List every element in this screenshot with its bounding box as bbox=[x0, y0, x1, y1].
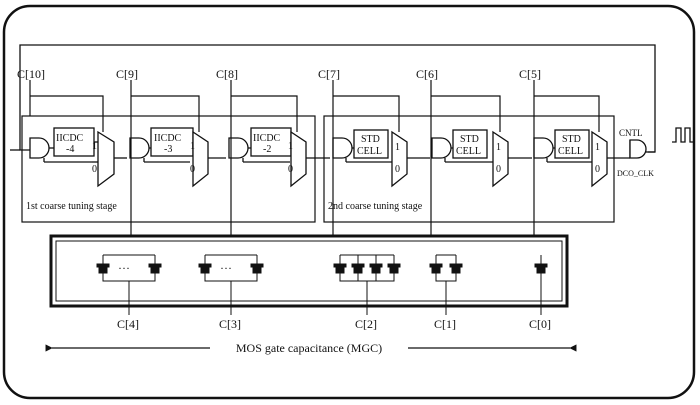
label-c8: C[8] bbox=[216, 67, 238, 81]
label-c1: C[1] bbox=[434, 317, 456, 331]
label-c10: C[10] bbox=[17, 67, 45, 81]
cell5-mux-0: 0 bbox=[496, 164, 501, 175]
cell1-bottom-text: -4 bbox=[66, 144, 74, 155]
cell4-mux-1: 1 bbox=[395, 142, 400, 153]
mgc-box-inner bbox=[55, 240, 563, 302]
clock-waveform-icon bbox=[672, 127, 694, 143]
delay-cell-std-2 bbox=[431, 129, 532, 188]
cell3-bottom-text: -2 bbox=[263, 144, 271, 155]
mgc-capacitors bbox=[96, 254, 548, 315]
delay-cell-iicdc-3 bbox=[129, 127, 226, 188]
delay-cell-std-3 bbox=[533, 129, 630, 188]
cell4-mux-0: 0 bbox=[395, 164, 400, 175]
label-c9: C[9] bbox=[116, 67, 138, 81]
label-c5: C[5] bbox=[519, 67, 541, 81]
cell2-mux-0: 0 bbox=[190, 164, 195, 175]
label-c7: C[7] bbox=[318, 67, 340, 81]
cell1-top-text: IICDC bbox=[56, 133, 84, 144]
cell6-mux-1: 1 bbox=[595, 142, 600, 153]
cntl-label: CNTL bbox=[619, 128, 643, 138]
cell5-mux-1: 1 bbox=[496, 142, 501, 153]
stage2-box bbox=[323, 115, 615, 223]
cell2-mux-1: 1 bbox=[190, 141, 195, 152]
stage1-label: 1st coarse tuning stage bbox=[26, 201, 117, 212]
label-c4: C[4] bbox=[117, 317, 139, 331]
cell4-top-text: STD bbox=[361, 134, 380, 145]
cell3-mux-0: 0 bbox=[288, 164, 293, 175]
stage1-box bbox=[21, 115, 316, 223]
delay-cell-std-1 bbox=[332, 129, 430, 188]
label-c2: C[2] bbox=[355, 317, 377, 331]
delay-cell-iicdc-2 bbox=[228, 127, 330, 188]
mgc-ellipsis-1: ··· bbox=[118, 261, 130, 275]
mgc-ellipsis-2: ··· bbox=[220, 261, 232, 275]
cell2-bottom-text: -3 bbox=[164, 144, 172, 155]
mgc-box-outer bbox=[49, 234, 569, 308]
control-lines-top bbox=[29, 80, 600, 237]
cell5-top-text: STD bbox=[460, 134, 479, 145]
delay-cell-iicdc-4 bbox=[29, 127, 127, 188]
stage2-label: 2nd coarse tuning stage bbox=[328, 201, 423, 212]
cell3-top-text: IICDC bbox=[253, 133, 281, 144]
cell6-mux-0: 0 bbox=[595, 164, 600, 175]
label-c3: C[3] bbox=[219, 317, 241, 331]
label-c0: C[0] bbox=[529, 317, 551, 331]
dco-clk-label: DCO_CLK bbox=[617, 169, 654, 178]
cell2-top-text: IICDC bbox=[154, 133, 182, 144]
cell4-bottom-text: CELL bbox=[357, 146, 382, 157]
cell3-mux-1: 1 bbox=[288, 141, 293, 152]
label-c6: C[6] bbox=[416, 67, 438, 81]
mgc-label: MOS gate capacitance (MGC) bbox=[236, 341, 382, 355]
cell1-mux-0: 0 bbox=[92, 164, 97, 175]
output-flipflop bbox=[629, 139, 655, 159]
cell5-bottom-text: CELL bbox=[456, 146, 481, 157]
cell1-mux-1: 1 bbox=[92, 141, 97, 152]
outer-frame bbox=[2, 4, 696, 400]
cell6-bottom-text: CELL bbox=[558, 146, 583, 157]
cell6-top-text: STD bbox=[562, 134, 581, 145]
